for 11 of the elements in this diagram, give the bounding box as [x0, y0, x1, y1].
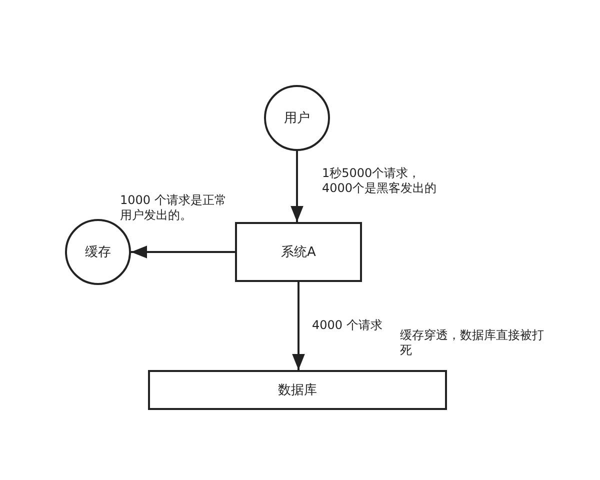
node-label: 缓存	[85, 244, 111, 261]
user-circle	[264, 85, 330, 151]
database-box	[148, 370, 447, 410]
arrow	[131, 246, 235, 258]
arrow	[292, 282, 305, 370]
system-box	[235, 222, 362, 282]
node-label: 系统A	[281, 244, 316, 261]
cache-circle	[65, 219, 131, 285]
node-label: 用户	[284, 110, 310, 127]
arrow	[290, 151, 304, 222]
node-label: 数据库	[278, 382, 317, 399]
